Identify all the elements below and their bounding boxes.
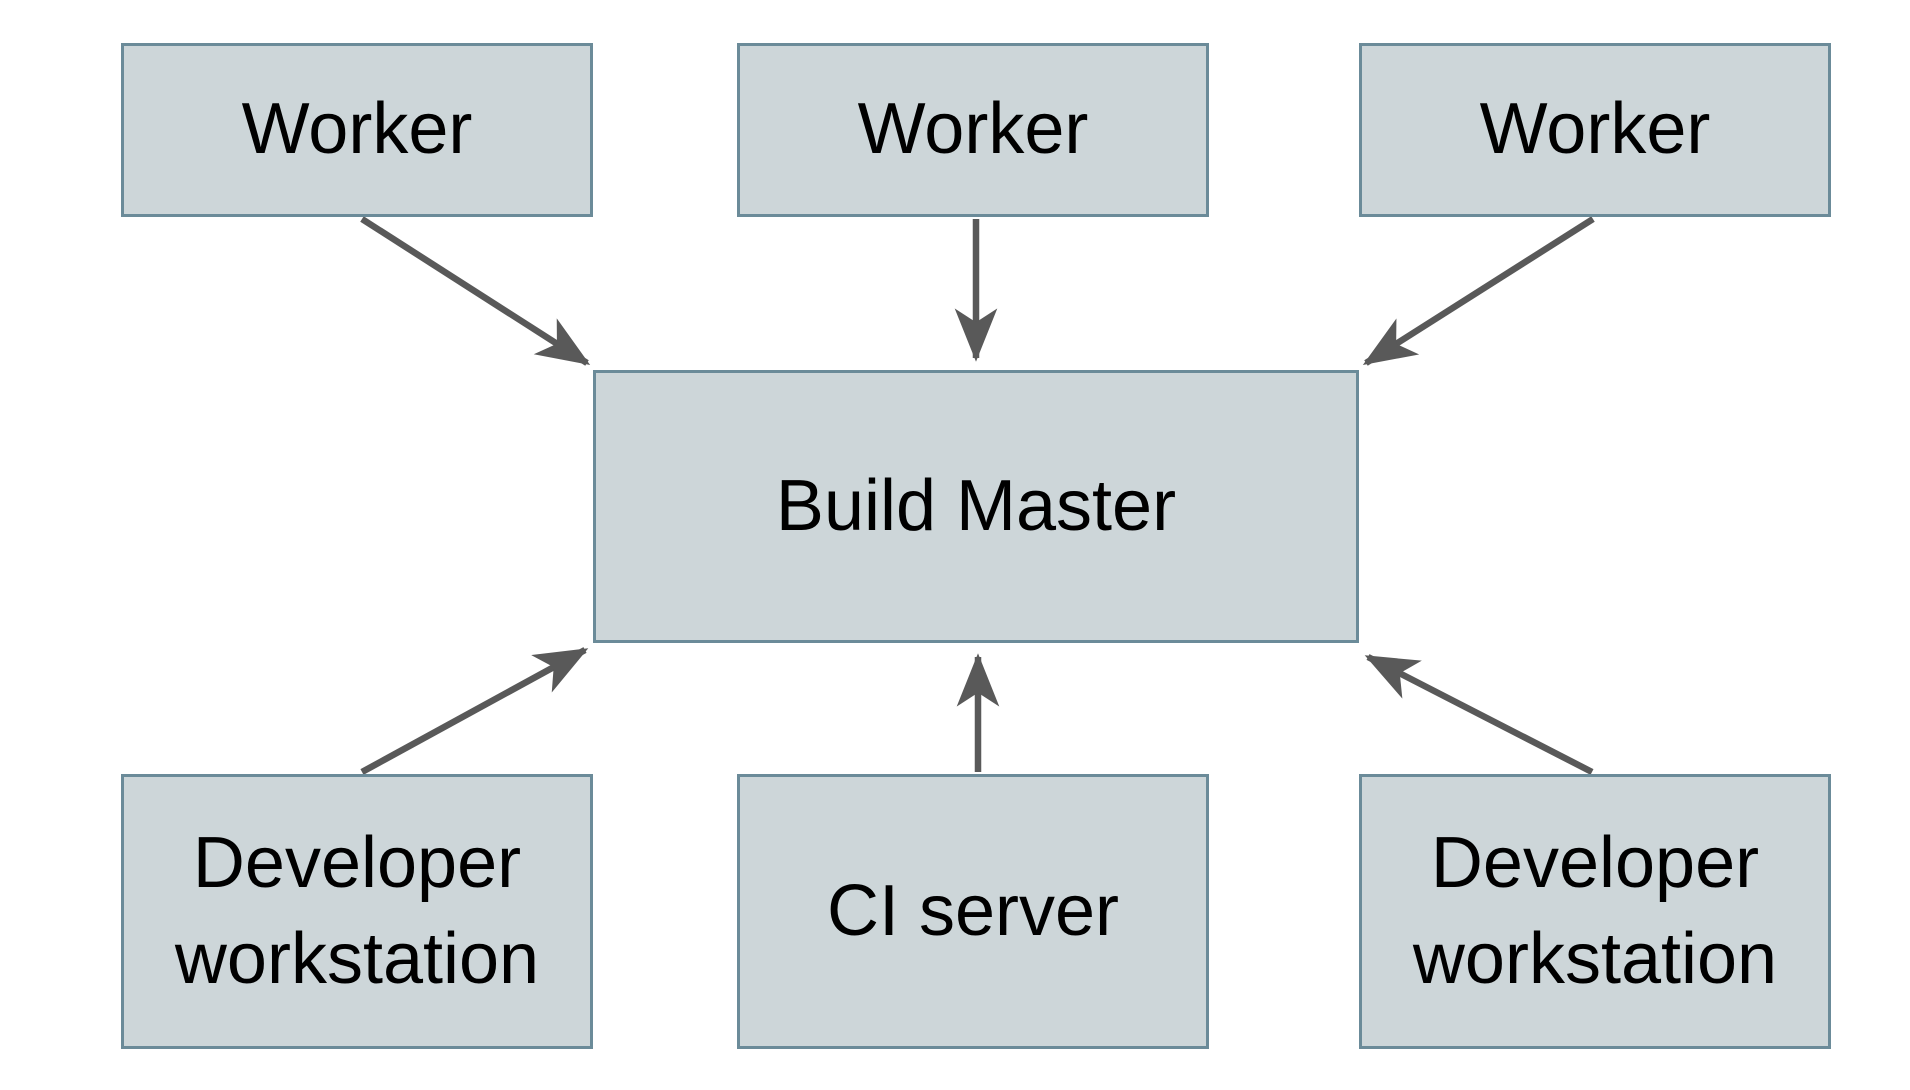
arrow-devleft-to-buildmaster — [360, 647, 589, 775]
node-worker-3: Worker — [1359, 43, 1831, 217]
node-build-master-label: Build Master — [775, 465, 1177, 546]
node-worker-2: Worker — [737, 43, 1209, 217]
node-developer-workstation-left-label: Developer workstation — [174, 822, 540, 999]
arrow-worker3-to-buildmaster — [1362, 216, 1595, 366]
node-developer-workstation-left: Developer workstation — [121, 774, 593, 1049]
node-worker-2-label: Worker — [857, 89, 1089, 170]
node-ci-server-label: CI server — [826, 870, 1120, 951]
node-worker-1: Worker — [121, 43, 593, 217]
node-worker-1-label: Worker — [241, 89, 473, 170]
node-ci-server: CI server — [737, 774, 1209, 1049]
node-developer-workstation-right-label: Developer workstation — [1412, 822, 1778, 999]
node-build-master: Build Master — [593, 370, 1359, 643]
node-worker-3-label: Worker — [1479, 89, 1711, 170]
arrow-devright-to-buildmaster — [1364, 654, 1594, 775]
node-developer-workstation-right: Developer workstation — [1359, 774, 1831, 1049]
arrow-worker1-to-buildmaster — [360, 216, 591, 366]
